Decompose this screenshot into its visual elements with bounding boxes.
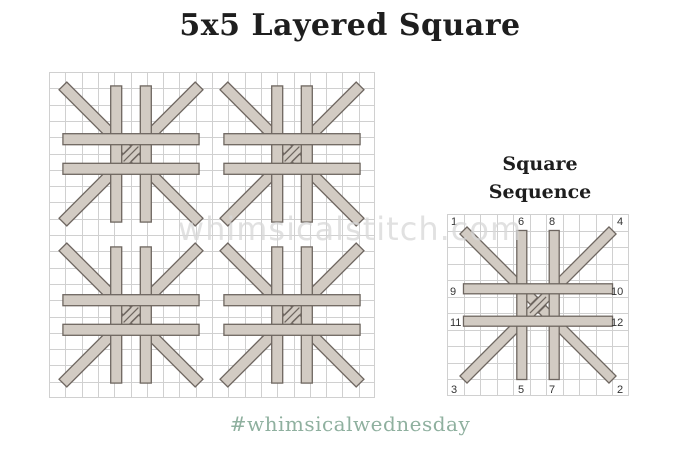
horizontal-stitch — [462, 315, 614, 327]
sequence-title-line1: Square — [502, 153, 578, 175]
layered-square-motif-0 — [58, 81, 204, 227]
vertical-stitch — [110, 85, 123, 223]
center-hatch — [529, 296, 547, 314]
hatch-line — [123, 307, 139, 323]
horizontal-stitch — [62, 294, 200, 307]
sequence-number-3: 3 — [451, 384, 458, 396]
sequence-number-1: 1 — [451, 216, 458, 228]
layered-square-motif-2 — [58, 242, 204, 388]
sequence-number-11: 11 — [450, 317, 462, 329]
hatch-line — [291, 153, 300, 162]
center-hatch — [284, 146, 300, 162]
hatch-line — [537, 304, 547, 314]
hatch-line — [529, 296, 547, 314]
sequence-title: Square Sequence — [470, 150, 610, 206]
vertical-stitch — [271, 85, 284, 223]
vertical-stitch — [300, 246, 313, 384]
hatch-line — [123, 307, 132, 316]
sequence-number-12: 12 — [611, 317, 624, 329]
sequence-number-7: 7 — [549, 384, 556, 396]
center-hatch — [123, 146, 139, 162]
sequence-number-8: 8 — [549, 216, 556, 228]
sequence-number-9: 9 — [450, 286, 457, 298]
hatch-line — [130, 153, 139, 162]
horizontal-stitch — [62, 133, 200, 146]
main-stitch-grid — [49, 72, 375, 398]
horizontal-stitch — [223, 133, 361, 146]
hatch-line — [284, 307, 293, 316]
vertical-stitch — [110, 246, 123, 384]
hashtag: #whimsicalwednesday — [229, 412, 471, 436]
vertical-stitch — [139, 246, 152, 384]
horizontal-stitch — [62, 162, 200, 175]
center-hatch — [123, 307, 139, 323]
sequence-number-2: 2 — [617, 384, 624, 396]
horizontal-stitch — [223, 162, 361, 175]
hatch-line — [123, 146, 132, 155]
hatch-line — [123, 146, 139, 162]
vertical-stitch — [271, 246, 284, 384]
layered-square-motif-3 — [219, 242, 365, 388]
horizontal-stitch — [223, 294, 361, 307]
hatch-line — [529, 296, 539, 306]
sequence-number-6: 6 — [518, 216, 525, 228]
hatch-line — [291, 314, 300, 323]
vertical-stitch — [516, 229, 528, 381]
sequence-number-5: 5 — [518, 384, 525, 396]
layered-square-motif-1 — [219, 81, 365, 227]
vertical-stitch — [300, 85, 313, 223]
hatch-line — [284, 307, 300, 323]
sequence-number-10: 10 — [611, 286, 624, 298]
horizontal-stitch — [223, 323, 361, 336]
vertical-stitch — [139, 85, 152, 223]
sequence-stitch-grid — [447, 214, 629, 396]
center-hatch — [284, 307, 300, 323]
sequence-title-line2: Sequence — [488, 181, 592, 203]
diagram-title: 5x5 Layered Square — [179, 8, 521, 43]
hatch-line — [284, 146, 300, 162]
horizontal-stitch — [62, 323, 200, 336]
sequence-number-4: 4 — [617, 216, 624, 228]
hatch-line — [284, 146, 293, 155]
watermark: whimsicalstitch.com — [177, 210, 523, 248]
hatch-line — [130, 314, 139, 323]
horizontal-stitch — [462, 283, 614, 295]
vertical-stitch — [548, 229, 560, 381]
layered-square-motif-sequence — [459, 226, 617, 384]
